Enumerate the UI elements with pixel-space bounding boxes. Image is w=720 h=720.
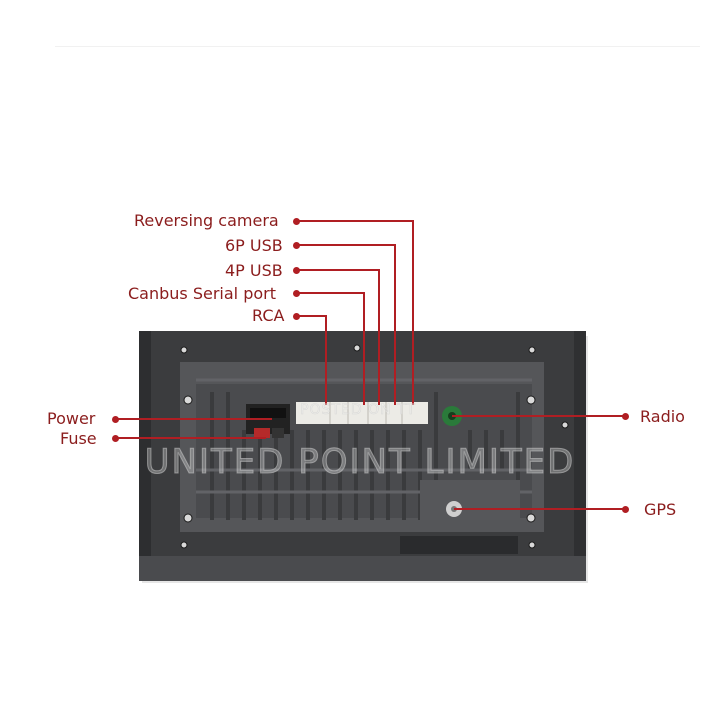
label-reversing-camera: Reversing camera [134,211,279,230]
label-4p-usb: 4P USB [225,261,283,280]
dot-rca [293,313,300,320]
dot-reversing-camera [293,218,300,225]
dot-gps [622,506,629,513]
dot-radio [622,413,629,420]
label-gps: GPS [644,500,677,519]
connector-strip [296,402,428,424]
dot-power [112,416,119,423]
dot-fuse [112,435,119,442]
label-canbus: Canbus Serial port [128,284,276,303]
fuse-block [254,428,270,438]
label-radio: Radio [640,407,685,426]
label-power: Power [47,409,96,428]
label-fuse: Fuse [60,429,97,448]
divider [55,46,700,47]
heat-sink-fins [210,392,520,520]
label-rca: RCA [252,306,285,325]
label-6p-usb: 6P USB [225,236,283,255]
mounting-screws [180,344,569,549]
leader-lines [116,220,624,510]
dot-4p-usb [293,267,300,274]
dot-6p-usb [293,242,300,249]
dot-canbus [293,290,300,297]
